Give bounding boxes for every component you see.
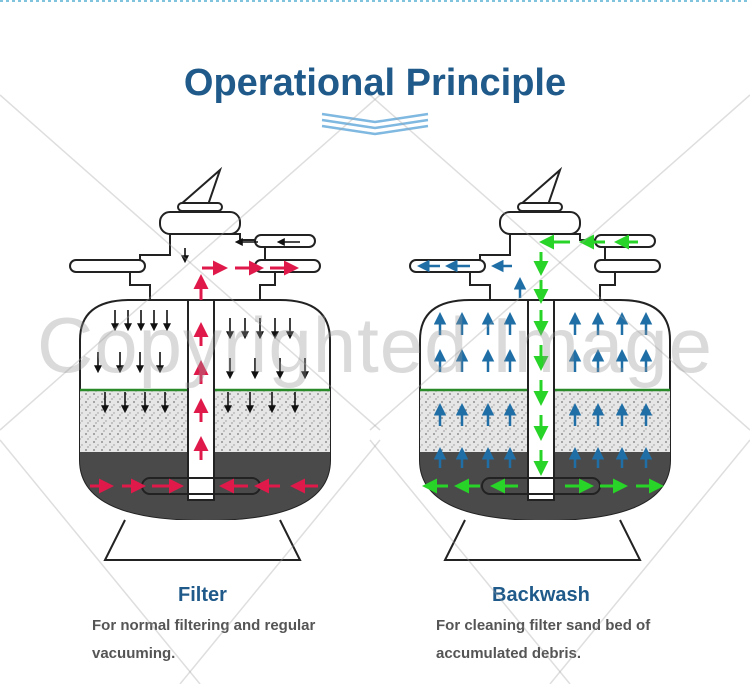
backwash-diagram bbox=[409, 166, 671, 561]
filter-description: For normal filtering and regular vacuumi… bbox=[92, 617, 316, 662]
chevron-down-icon bbox=[321, 112, 429, 136]
page-title: Operational Principle bbox=[183, 62, 567, 104]
backwash-title: Backwash bbox=[492, 584, 590, 606]
top-border bbox=[0, 0, 750, 2]
filter-title: Filter bbox=[178, 584, 227, 606]
filter-diagram bbox=[69, 166, 331, 561]
watermark: Copyrighted Image bbox=[36, 301, 714, 389]
backwash-description: For cleaning filter sand bed of accumula… bbox=[436, 617, 651, 662]
